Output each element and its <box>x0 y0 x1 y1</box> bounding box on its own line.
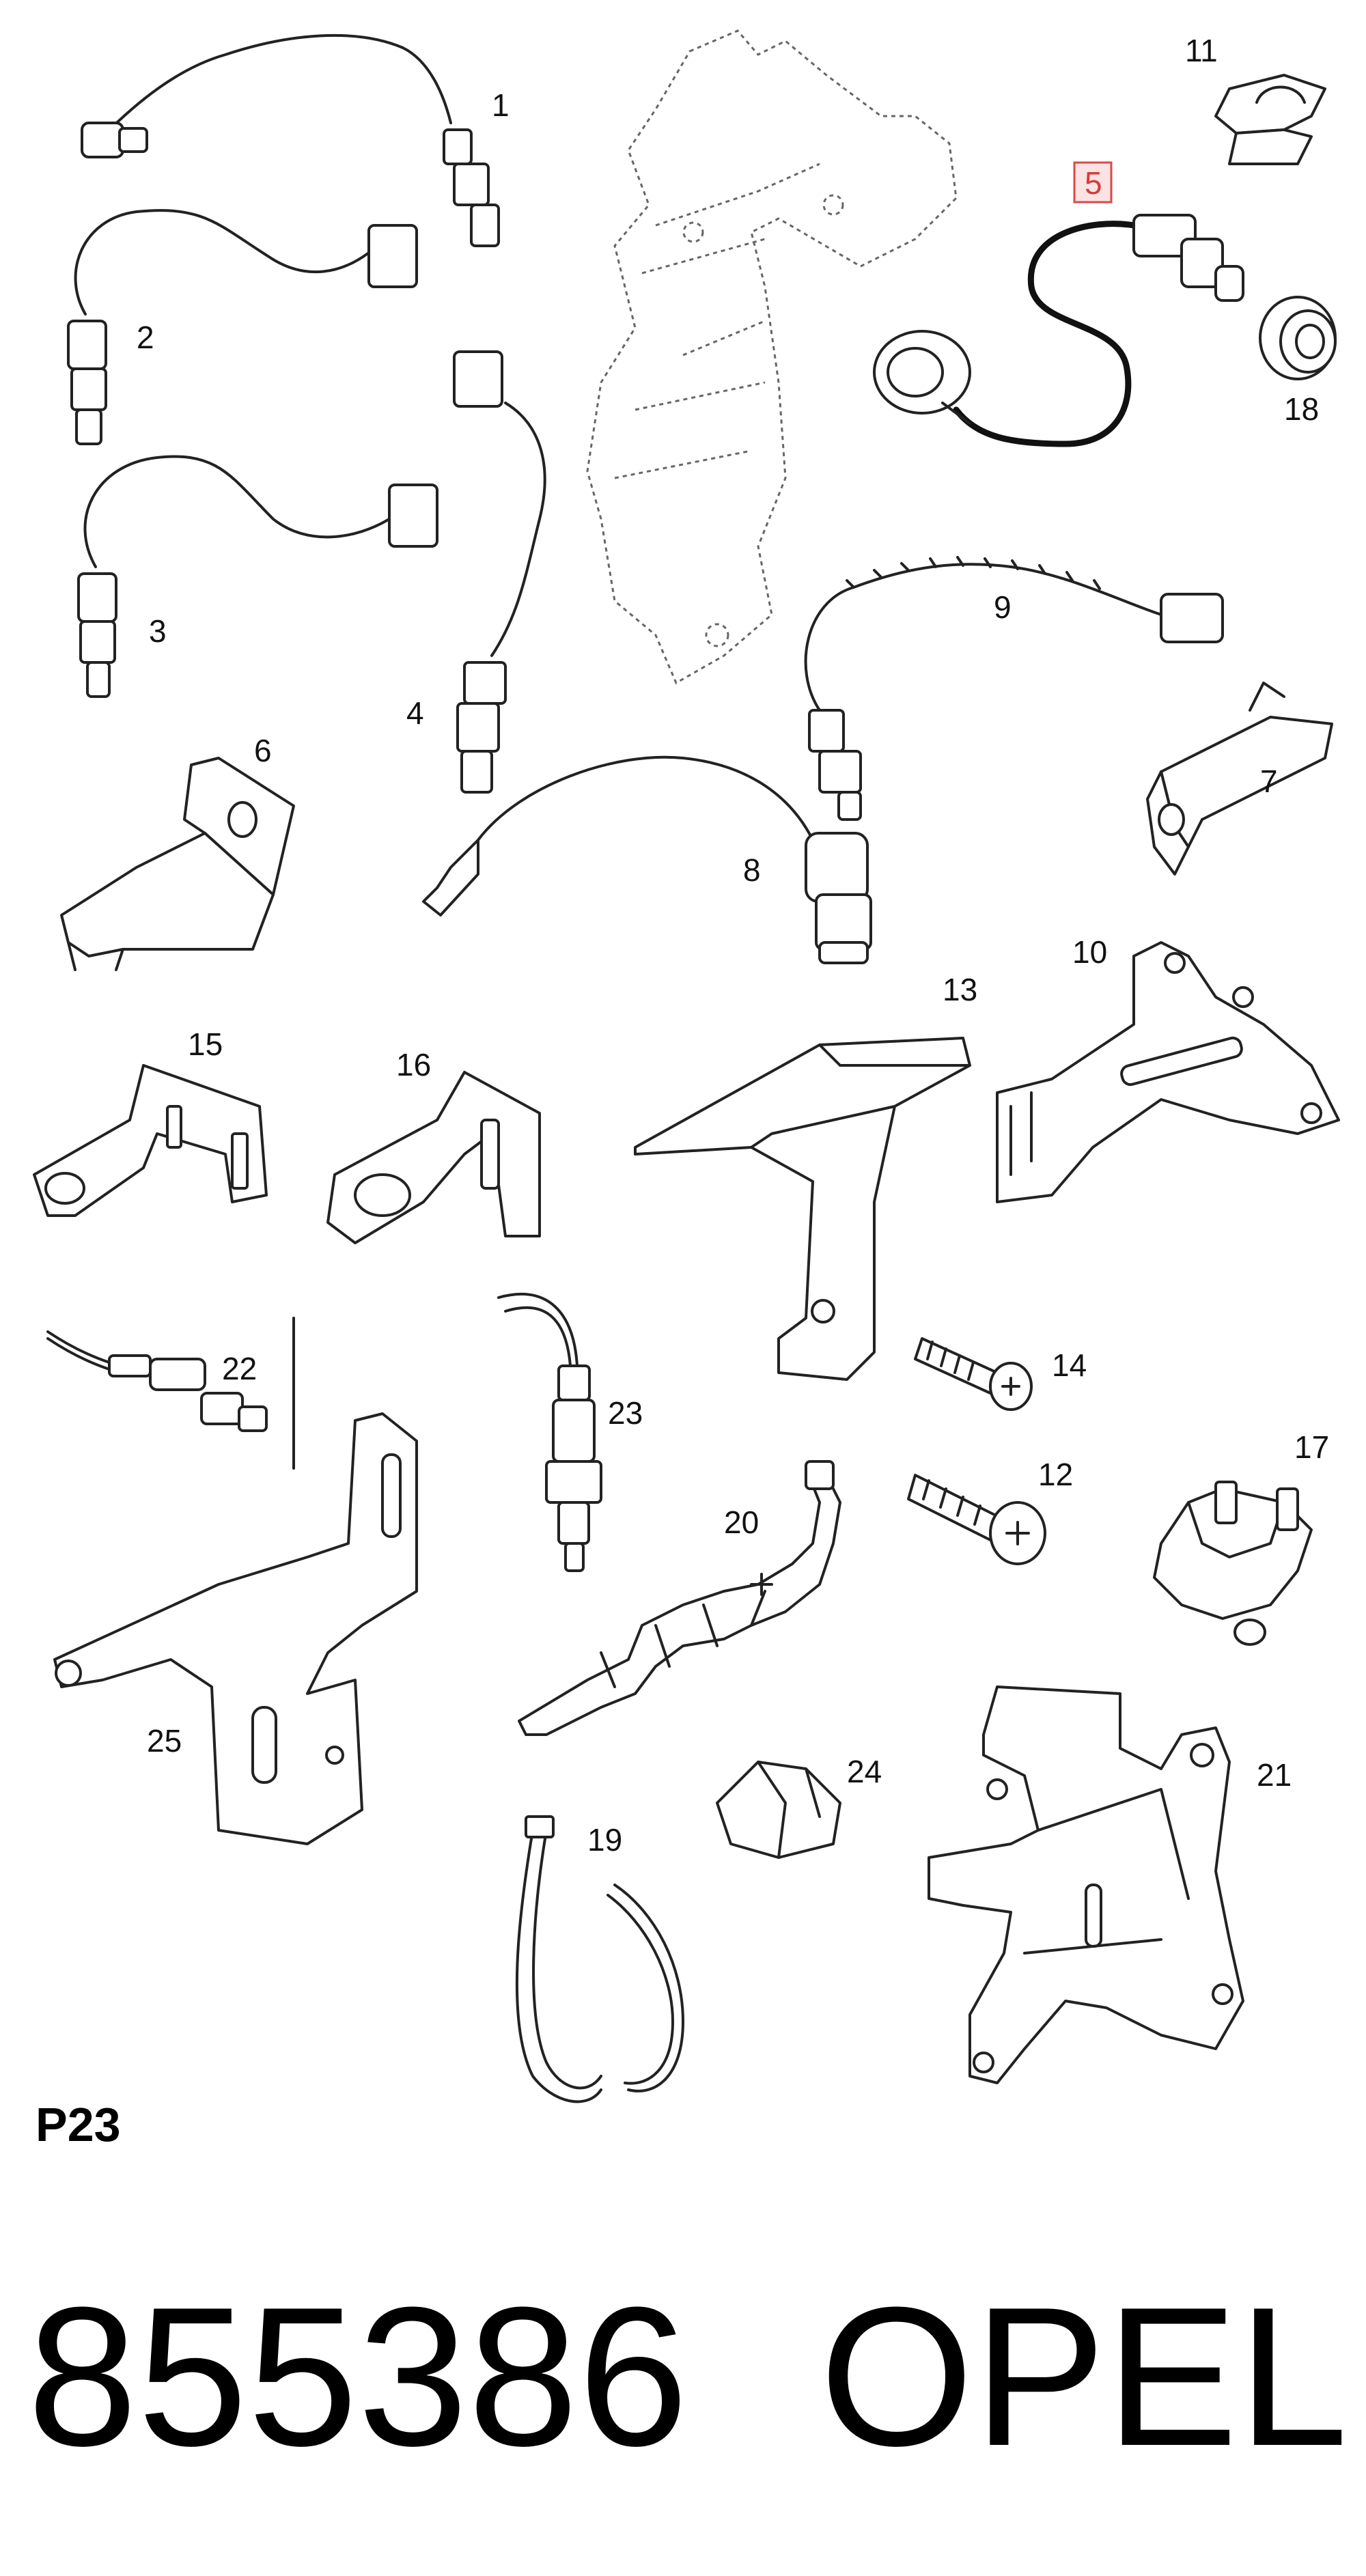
callout-1: 1 <box>492 87 510 123</box>
callout-15: 15 <box>188 1026 223 1062</box>
callout-17: 17 <box>1294 1429 1329 1465</box>
callout-8: 8 <box>743 852 761 888</box>
callout-9: 9 <box>994 589 1012 625</box>
page-code: P23 <box>36 2098 121 2151</box>
bracket-25 <box>53 1412 418 1845</box>
callout-7: 7 <box>1260 764 1278 799</box>
callout-24: 24 <box>847 1754 882 1789</box>
callout-5-highlight: 5 <box>1073 161 1113 204</box>
bracket-13 <box>634 1037 971 1381</box>
cable-tie-19 <box>515 1815 684 2103</box>
part-number: 855386 <box>27 2266 688 2487</box>
callout-13: 13 <box>943 972 977 1007</box>
callout-25: 25 <box>147 1723 182 1759</box>
bracket-16 <box>326 1071 541 1244</box>
cable-holder-20 <box>518 1460 841 1736</box>
exhaust-manifold-outline <box>586 29 958 685</box>
oxygen-sensor-22 <box>46 1317 295 1470</box>
callout-6: 6 <box>254 733 272 768</box>
brand-name: OPEL <box>820 2266 1348 2487</box>
bracket-6 <box>60 757 295 971</box>
clip-holder-17 <box>1153 1481 1313 1646</box>
bracket-7 <box>1146 682 1333 876</box>
grommet-18 <box>1259 296 1337 380</box>
callout-21: 21 <box>1257 1757 1292 1793</box>
callout-14: 14 <box>1052 1347 1087 1383</box>
callout-4: 4 <box>406 695 424 731</box>
oxygen-sensor-1 <box>81 33 500 247</box>
callout-19: 19 <box>587 1822 622 1858</box>
callout-20: 20 <box>724 1504 759 1540</box>
sensor-23 <box>497 1293 602 1572</box>
callout-10: 10 <box>1072 934 1107 970</box>
bracket-15 <box>33 1064 268 1217</box>
callout-11: 11 <box>1185 33 1218 68</box>
oxygen-sensor-4 <box>453 350 546 794</box>
callout-5: 5 <box>1085 165 1102 201</box>
screw-14 <box>914 1337 1033 1411</box>
callout-23: 23 <box>608 1395 643 1431</box>
oxygen-sensor-2 <box>67 209 418 445</box>
clip-11 <box>1214 74 1326 165</box>
oxygen-sensor-3 <box>77 455 438 698</box>
sensor-9 <box>804 556 1224 821</box>
sensor-8 <box>422 755 872 964</box>
callout-16: 16 <box>396 1047 431 1082</box>
callout-labels: 1 2 3 4 5 6 7 8 9 10 11 12 13 14 15 16 1… <box>137 33 1329 1858</box>
callout-22: 22 <box>222 1351 257 1386</box>
bracket-21 <box>928 1685 1244 2084</box>
callout-2: 2 <box>137 320 154 355</box>
screw-12 <box>907 1474 1046 1565</box>
callout-18: 18 <box>1284 391 1319 427</box>
callout-12: 12 <box>1038 1457 1073 1492</box>
bracket-10 <box>996 941 1340 1203</box>
clip-24 <box>716 1761 841 1859</box>
callout-3: 3 <box>149 613 167 649</box>
sensor-5 <box>873 214 1244 447</box>
